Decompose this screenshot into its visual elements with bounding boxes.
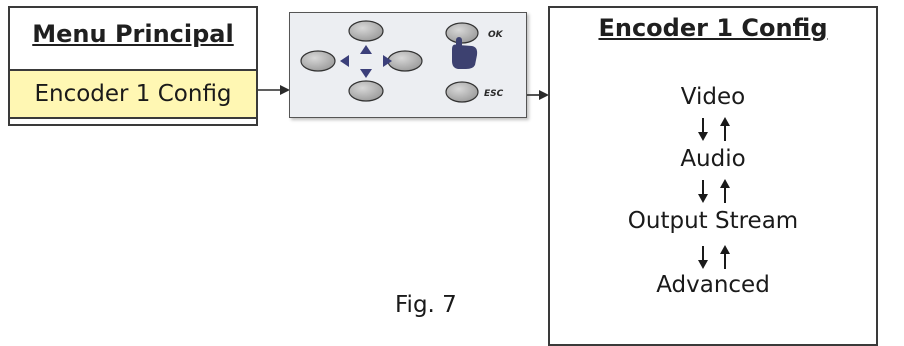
option-video[interactable]: Video [680,84,746,110]
down-arrow-icon [698,132,708,141]
arrow-keypad-to-config [527,90,549,100]
down-arrow-icon [698,194,708,203]
arrow-left-icon [340,55,349,67]
arrow-menu-to-keypad [258,85,290,95]
main-menu-title: Menu Principal [32,20,234,48]
encoder-config-title: Encoder 1 Config [598,14,828,42]
esc-button[interactable] [445,81,479,103]
keypad-panel: OK ESC [289,12,527,118]
figure-caption: Fig. 7 [395,292,457,318]
menu-item-encoder-1-config[interactable]: Encoder 1 Config [10,69,256,119]
down-button[interactable] [348,80,384,102]
up-button[interactable] [348,20,384,42]
left-button[interactable] [300,50,336,72]
ok-label: OK [488,30,504,40]
option-advanced[interactable]: Advanced [656,272,770,298]
arrow-right-icon [383,55,392,67]
right-button[interactable] [387,50,423,72]
main-menu-box: Menu Principal Encoder 1 Config [8,6,258,126]
down-arrow-icon [698,260,708,269]
up-arrow-icon [720,117,730,126]
finger-press-icon [452,37,478,69]
esc-label: ESC [484,89,504,99]
up-arrow-icon [720,245,730,254]
up-arrow-icon [720,179,730,188]
nav-arrows-1 [698,117,730,141]
arrow-up-icon [360,45,372,54]
option-output-stream[interactable]: Output Stream [627,208,799,234]
nav-arrows-2 [698,179,730,203]
arrow-down-icon [360,69,372,78]
nav-arrows-3 [698,245,730,269]
option-audio[interactable]: Audio [680,146,746,172]
encoder-config-box: Encoder 1 Config Video Audio Output Stre… [548,6,878,346]
